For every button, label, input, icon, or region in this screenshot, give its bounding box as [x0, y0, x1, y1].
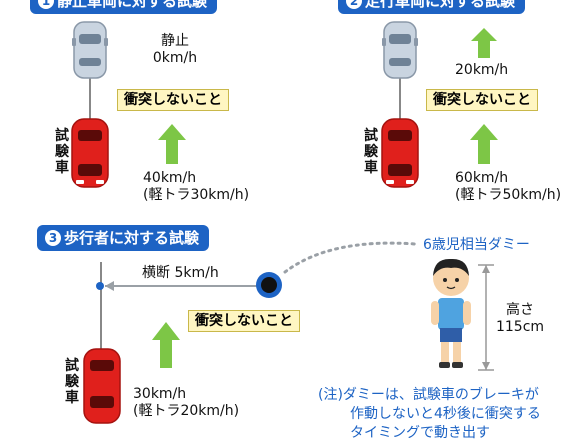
panel2-target-speed: 20km/h	[455, 62, 509, 78]
panel2-target-car-icon	[382, 21, 418, 79]
impact-point-dot	[96, 282, 104, 290]
panel3-test-car-icon	[83, 348, 121, 424]
panel2-target-arrow-icon	[471, 28, 497, 58]
panel1-number: 1	[38, 0, 54, 9]
dummy-height: 高さ 115cm	[490, 302, 550, 336]
panel3-vehicle-label: 試験車	[65, 358, 79, 406]
panel1-vehicle-label: 試験車	[55, 128, 69, 176]
panel2-test-speed-value: 60km/h	[455, 170, 509, 186]
panel1-speed-arrow-icon	[158, 124, 186, 164]
panel1-target-car-icon	[72, 21, 108, 79]
dummy-trajectory	[283, 241, 417, 274]
panel1-target-status: 静止	[161, 33, 189, 49]
panel1-warning: 衝突しないこと	[117, 89, 229, 111]
panel1-target-speed: 静止 0km/h	[140, 33, 210, 67]
panel2-test-speed: 60km/h (軽トラ50km/h)	[455, 170, 561, 204]
crossing-arrowhead	[105, 281, 114, 291]
panel3-warning: 衝突しないこと	[188, 310, 300, 332]
panel3-note: (注)ダミーは、試験車のブレーキが 作動しないと4秒後に衝突する タイミングで動…	[318, 386, 541, 443]
panel3-test-speed: 30km/h (軽トラ20km/h)	[133, 386, 239, 420]
panel2-title: 走行車両に対する試験	[365, 0, 516, 10]
panel1-test-speed: 40km/h (軽トラ30km/h)	[143, 170, 249, 204]
panel2-speed-arrow-icon	[470, 124, 498, 164]
dummy-label: 6歳児相当ダミー	[423, 237, 530, 253]
diagram-lines	[89, 70, 494, 371]
panel3-test-speed-light: (軽トラ20km/h)	[133, 403, 240, 419]
panel2-number: 2	[346, 0, 362, 9]
panel2-vehicle-label: 試験車	[364, 128, 378, 176]
dummy-height-value: 115cm	[495, 319, 545, 335]
panel1-test-speed-value: 40km/h	[143, 170, 197, 186]
panel3-speed-arrow-icon	[152, 322, 180, 368]
panel1-test-car-icon	[71, 118, 109, 188]
panel1-test-speed-light: (軽トラ30km/h)	[143, 187, 250, 203]
child-dummy-icon	[431, 258, 471, 368]
panel3-number: 3	[45, 230, 61, 246]
pedestrian-dummy-topview-icon	[256, 272, 282, 298]
note-line-1: (注)ダミーは、試験車のブレーキが	[318, 387, 539, 403]
panel2-warning: 衝突しないこと	[426, 89, 538, 111]
panel3-title: 歩行者に対する試験	[64, 229, 200, 247]
panel2-test-speed-light: (軽トラ50km/h)	[455, 187, 562, 203]
panel2-test-car-icon	[381, 118, 419, 188]
note-line-3: タイミングで動き出す	[350, 425, 490, 441]
panel1-target-kmh: 0km/h	[152, 50, 198, 66]
panel3-test-speed-value: 30km/h	[133, 386, 187, 402]
note-line-2: 作動しないと4秒後に衝突する	[350, 406, 541, 422]
panel3-crossing-label: 横断 5km/h	[142, 265, 219, 281]
panel1-title: 静止車両に対する試験	[57, 0, 208, 10]
dummy-height-label: 高さ	[506, 302, 534, 318]
